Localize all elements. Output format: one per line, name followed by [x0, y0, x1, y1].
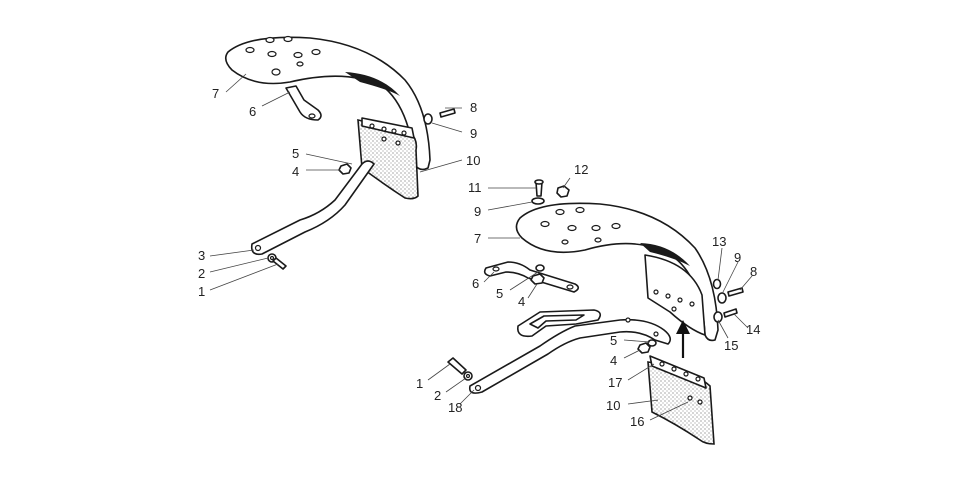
- right-panel-holes: [653, 289, 695, 312]
- callout-4: 4: [292, 164, 299, 179]
- right-nut-4b: [637, 342, 651, 354]
- right-fender-shell: [515, 202, 719, 342]
- callout-11: 11: [468, 180, 482, 195]
- left-fender-assembly: [224, 35, 456, 270]
- callout-8b: 8: [750, 264, 757, 279]
- callout-10b: 10: [606, 398, 620, 413]
- callout-9b: 9: [474, 204, 481, 219]
- left-fender-inner-shade: [345, 72, 400, 96]
- callout-5c: 5: [610, 333, 617, 348]
- left-bracket: [285, 85, 322, 121]
- callout-14: 14: [746, 322, 760, 337]
- left-washer-9: [423, 113, 433, 125]
- callout-15: 15: [724, 338, 738, 353]
- right-bolt: [447, 357, 467, 375]
- right-fender-assembly: [447, 179, 744, 445]
- callout-7: 7: [212, 86, 219, 101]
- callout-4b: 4: [518, 294, 525, 309]
- left-bolt: [272, 257, 287, 270]
- callout-12: 12: [574, 162, 588, 177]
- leader-lines: [209, 73, 753, 421]
- callout-1: 1: [198, 284, 205, 299]
- callout-9c: 9: [734, 250, 741, 265]
- callout-10: 10: [466, 153, 480, 168]
- assembly-arrow-head: [676, 320, 690, 334]
- right-nut-13: [712, 278, 722, 290]
- right-washer-5b: [647, 339, 657, 347]
- left-fender-holes: [245, 35, 321, 76]
- callout-2: 2: [198, 266, 205, 281]
- callout-labels: 7 6 8 9 10 5 4 3 2 1 11 12 9 7 6 5 4 13 …: [198, 86, 760, 429]
- left-bolt-8: [439, 108, 456, 118]
- right-support-arm: [468, 318, 672, 394]
- right-bolt-8: [727, 287, 744, 297]
- right-bracket: [483, 261, 580, 293]
- callout-13: 13: [712, 234, 726, 249]
- callout-3: 3: [198, 248, 205, 263]
- right-fender-inner-shade: [640, 243, 690, 266]
- callout-9: 9: [470, 126, 477, 141]
- callout-2b: 2: [434, 388, 441, 403]
- right-washer-15: [713, 311, 723, 323]
- callout-16: 16: [630, 414, 644, 429]
- callout-18: 18: [448, 400, 462, 415]
- left-flap-holes: [369, 123, 407, 146]
- left-support-arm: [250, 160, 375, 256]
- callout-6: 6: [249, 104, 256, 119]
- left-nut: [338, 163, 352, 175]
- callout-7b: 7: [474, 231, 481, 246]
- left-mud-flap: [357, 118, 419, 200]
- callout-4c: 4: [610, 353, 617, 368]
- callout-5: 5: [292, 146, 299, 161]
- callout-5b: 5: [496, 286, 503, 301]
- right-nut-4: [530, 273, 545, 285]
- callout-17: 17: [608, 375, 622, 390]
- callout-8: 8: [470, 100, 477, 115]
- right-fender-holes: [540, 206, 621, 245]
- right-bolt-14: [723, 308, 738, 318]
- callout-1b: 1: [416, 376, 423, 391]
- callout-6b: 6: [472, 276, 479, 291]
- right-washer-5: [535, 264, 545, 272]
- right-flap-holes: [659, 361, 703, 405]
- right-washer-9: [531, 197, 545, 205]
- right-fender-inner-panel: [644, 254, 706, 336]
- right-washer-9b: [717, 292, 727, 304]
